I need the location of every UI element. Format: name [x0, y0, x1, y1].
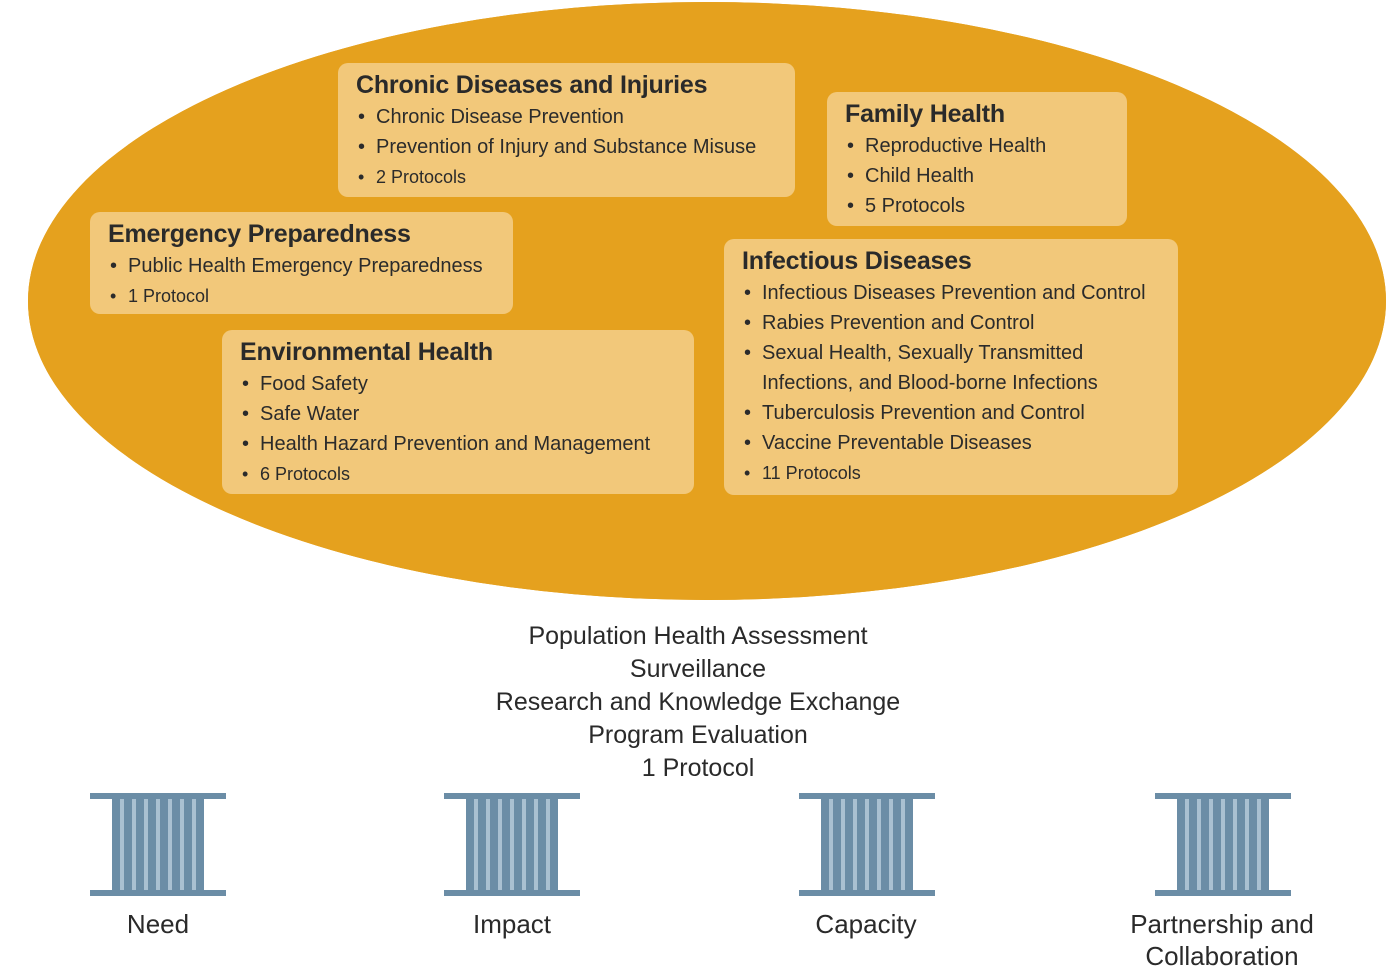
protocol-count: 11 Protocols	[742, 458, 1162, 488]
box-chronic-diseases: Chronic Diseases and Injuries Chronic Di…	[338, 63, 795, 197]
column-capital	[1155, 793, 1291, 799]
pillar-label-partnership: Partnership and Collaboration	[1130, 909, 1314, 971]
column-base	[799, 890, 935, 896]
column-capital	[444, 793, 580, 799]
pillar-label-impact: Impact	[472, 909, 552, 939]
foundation-standards-text: Population Health Assessment Surveillanc…	[10, 620, 1386, 785]
box-title: Emergency Preparedness	[108, 220, 411, 248]
list-item: Infectious Diseases Prevention and Contr…	[742, 278, 1162, 308]
foundation-line: 1 Protocol	[641, 754, 755, 782]
protocol-count: 2 Protocols	[356, 162, 779, 192]
list-item: Food Safety	[240, 369, 678, 399]
box-family-health: Family Health Reproductive Health Child …	[827, 92, 1127, 226]
box-title: Infectious Diseases	[742, 247, 972, 275]
list-item: Safe Water	[240, 399, 678, 429]
column-base	[90, 890, 226, 896]
column-shaft	[821, 799, 913, 890]
list-item: Health Hazard Prevention and Management	[240, 429, 678, 459]
foundation-line: Surveillance	[629, 655, 767, 683]
pillar-label-need: Need	[126, 909, 190, 939]
list-item: Prevention of Injury and Substance Misus…	[356, 132, 779, 162]
protocol-count: 1 Protocol	[108, 281, 497, 311]
list-item: Tuberculosis Prevention and Control	[742, 398, 1162, 428]
box-environmental-health: Environmental Health Food Safety Safe Wa…	[222, 330, 694, 494]
list-item: Child Health	[845, 161, 1111, 191]
box-emergency-preparedness: Emergency Preparedness Public Health Eme…	[90, 212, 513, 314]
pillar-column-capacity	[799, 793, 935, 896]
list-item: Reproductive Health	[845, 131, 1111, 161]
column-capital	[799, 793, 935, 799]
box-title: Environmental Health	[240, 338, 493, 366]
column-shaft	[466, 799, 558, 890]
column-base	[1155, 890, 1291, 896]
list-item: Vaccine Preventable Diseases	[742, 428, 1162, 458]
list-item: Chronic Disease Prevention	[356, 102, 779, 132]
pillar-label-capacity: Capacity	[815, 909, 917, 939]
pillar-column-need	[90, 793, 226, 896]
box-infectious-diseases: Infectious Diseases Infectious Diseases …	[724, 239, 1178, 495]
foundation-line: Research and Knowledge Exchange	[495, 688, 901, 716]
list-item: Rabies Prevention and Control	[742, 308, 1162, 338]
protocol-count: 5 Protocols	[845, 191, 1111, 221]
pillar-column-partnership	[1155, 793, 1291, 896]
foundation-line: Population Health Assessment	[528, 622, 868, 650]
list-item: Public Health Emergency Preparedness	[108, 251, 497, 281]
column-shaft	[1177, 799, 1269, 890]
pillar-column-impact	[444, 793, 580, 896]
column-base	[444, 890, 580, 896]
foundation-line: Program Evaluation	[588, 721, 808, 749]
list-item: Sexual Health, Sexually Transmitted Infe…	[742, 338, 1162, 398]
column-capital	[90, 793, 226, 799]
protocol-count: 6 Protocols	[240, 459, 678, 489]
box-title: Chronic Diseases and Injuries	[356, 71, 708, 99]
column-shaft	[112, 799, 204, 890]
box-title: Family Health	[845, 100, 1005, 128]
